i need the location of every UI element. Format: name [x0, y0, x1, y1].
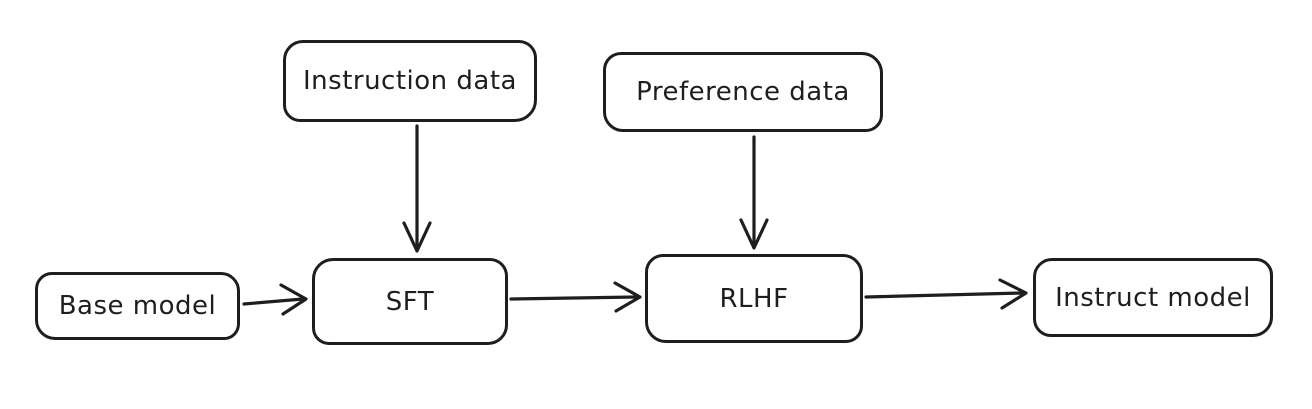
node-base-model-label: Base model [58, 291, 217, 321]
node-rlhf: RLHF [645, 254, 863, 343]
node-instruction-data-label: Instruction data [303, 66, 517, 96]
node-instruct-model: Instruct model [1033, 258, 1273, 337]
edge-base-model-to-sft [242, 283, 308, 316]
edge-rlhf-to-instruct-model [864, 278, 1028, 310]
node-instruct-model-label: Instruct model [1055, 282, 1251, 313]
node-rlhf-label: RLHF [719, 283, 789, 314]
edge-sft-to-rlhf [509, 281, 642, 313]
edge-instruction-data-to-sft [402, 124, 432, 253]
node-preference-data-label: Preference data [636, 77, 850, 107]
node-preference-data: Preference data [603, 52, 883, 132]
node-instruction-data: Instruction data [283, 40, 537, 122]
node-base-model: Base model [35, 272, 240, 340]
edge-preference-data-to-rlhf [739, 135, 769, 250]
node-sft-label: SFT [385, 286, 435, 317]
node-sft: SFT [312, 258, 508, 345]
